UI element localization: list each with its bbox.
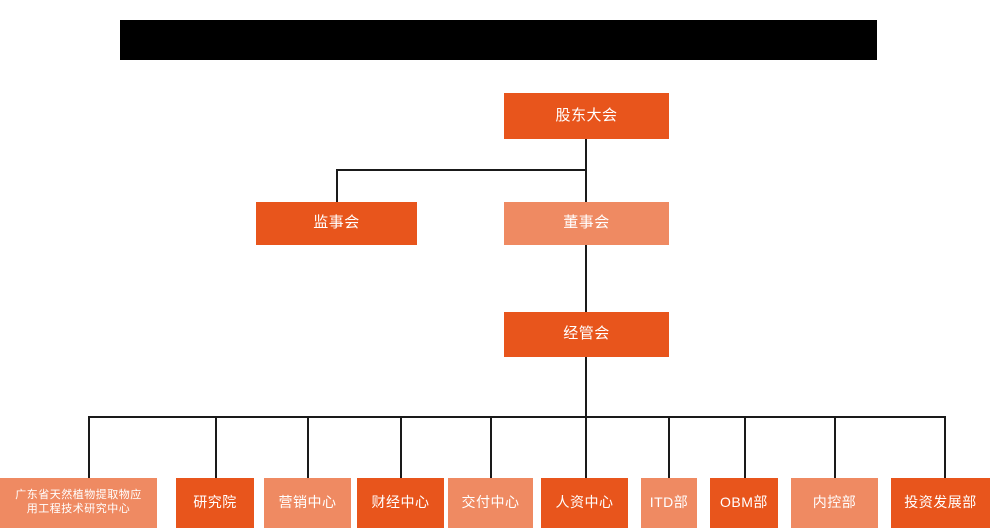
- node-label-guangdong-research-center-line1: 广东省天然植物提取物应: [15, 489, 142, 502]
- connector-drop-hr-center: [585, 416, 587, 478]
- connector-drop-guangdong-research-center: [88, 416, 90, 478]
- node-label-delivery-center: 交付中心: [461, 494, 520, 511]
- connector-drop-finance-center: [400, 416, 402, 478]
- connector-management-down: [585, 357, 587, 417]
- node-delivery-center[interactable]: 交付中心: [448, 478, 533, 528]
- connector-drop-delivery-center: [490, 416, 492, 478]
- connector-drop-board-of-directors: [585, 169, 587, 203]
- redacted-title-banner: [120, 20, 877, 60]
- node-label-itd-department: ITD部: [649, 494, 689, 511]
- node-finance-center[interactable]: 财经中心: [357, 478, 444, 528]
- node-label-shareholders-meeting: 股东大会: [555, 106, 618, 124]
- connector-level4-bus: [88, 416, 946, 418]
- connector-level2-bus: [336, 169, 587, 171]
- connector-board-to-management: [585, 245, 587, 313]
- connector-drop-obm-department: [744, 416, 746, 478]
- connector-drop-internal-control-department: [834, 416, 836, 478]
- connector-drop-itd-department: [668, 416, 670, 478]
- connector-shareholders-down: [585, 139, 587, 170]
- connector-drop-supervisory-board: [336, 169, 338, 203]
- node-obm-department[interactable]: OBM部: [710, 478, 778, 528]
- node-marketing-center[interactable]: 营销中心: [264, 478, 351, 528]
- node-label-research-institute: 研究院: [193, 494, 237, 511]
- node-label-management-committee: 经管会: [563, 325, 610, 343]
- node-hr-center[interactable]: 人资中心: [541, 478, 628, 528]
- node-label-finance-center: 财经中心: [371, 494, 430, 511]
- node-label-investment-development-department: 投资发展部: [904, 494, 977, 511]
- connector-drop-marketing-center: [307, 416, 309, 478]
- node-label-marketing-center: 营销中心: [278, 494, 337, 511]
- node-label-internal-control-department: 内控部: [812, 494, 857, 511]
- node-supervisory-board[interactable]: 监事会: [256, 202, 417, 245]
- node-guangdong-research-center[interactable]: 广东省天然植物提取物应 用工程技术研究中心: [0, 478, 157, 528]
- node-investment-development-department[interactable]: 投资发展部: [891, 478, 990, 528]
- node-label-hr-center: 人资中心: [555, 494, 614, 511]
- node-research-institute[interactable]: 研究院: [176, 478, 254, 528]
- node-label-obm-department: OBM部: [720, 494, 768, 511]
- node-itd-department[interactable]: ITD部: [641, 478, 697, 528]
- node-management-committee[interactable]: 经管会: [504, 312, 669, 357]
- node-label-board-of-directors: 董事会: [563, 214, 610, 232]
- node-internal-control-department[interactable]: 内控部: [791, 478, 878, 528]
- node-board-of-directors[interactable]: 董事会: [504, 202, 669, 245]
- node-shareholders-meeting[interactable]: 股东大会: [504, 93, 669, 139]
- node-label-supervisory-board: 监事会: [313, 214, 360, 232]
- connector-drop-investment-development-department: [944, 416, 946, 478]
- connector-drop-research-institute: [215, 416, 217, 478]
- node-label-guangdong-research-center-line2: 用工程技术研究中心: [26, 503, 131, 515]
